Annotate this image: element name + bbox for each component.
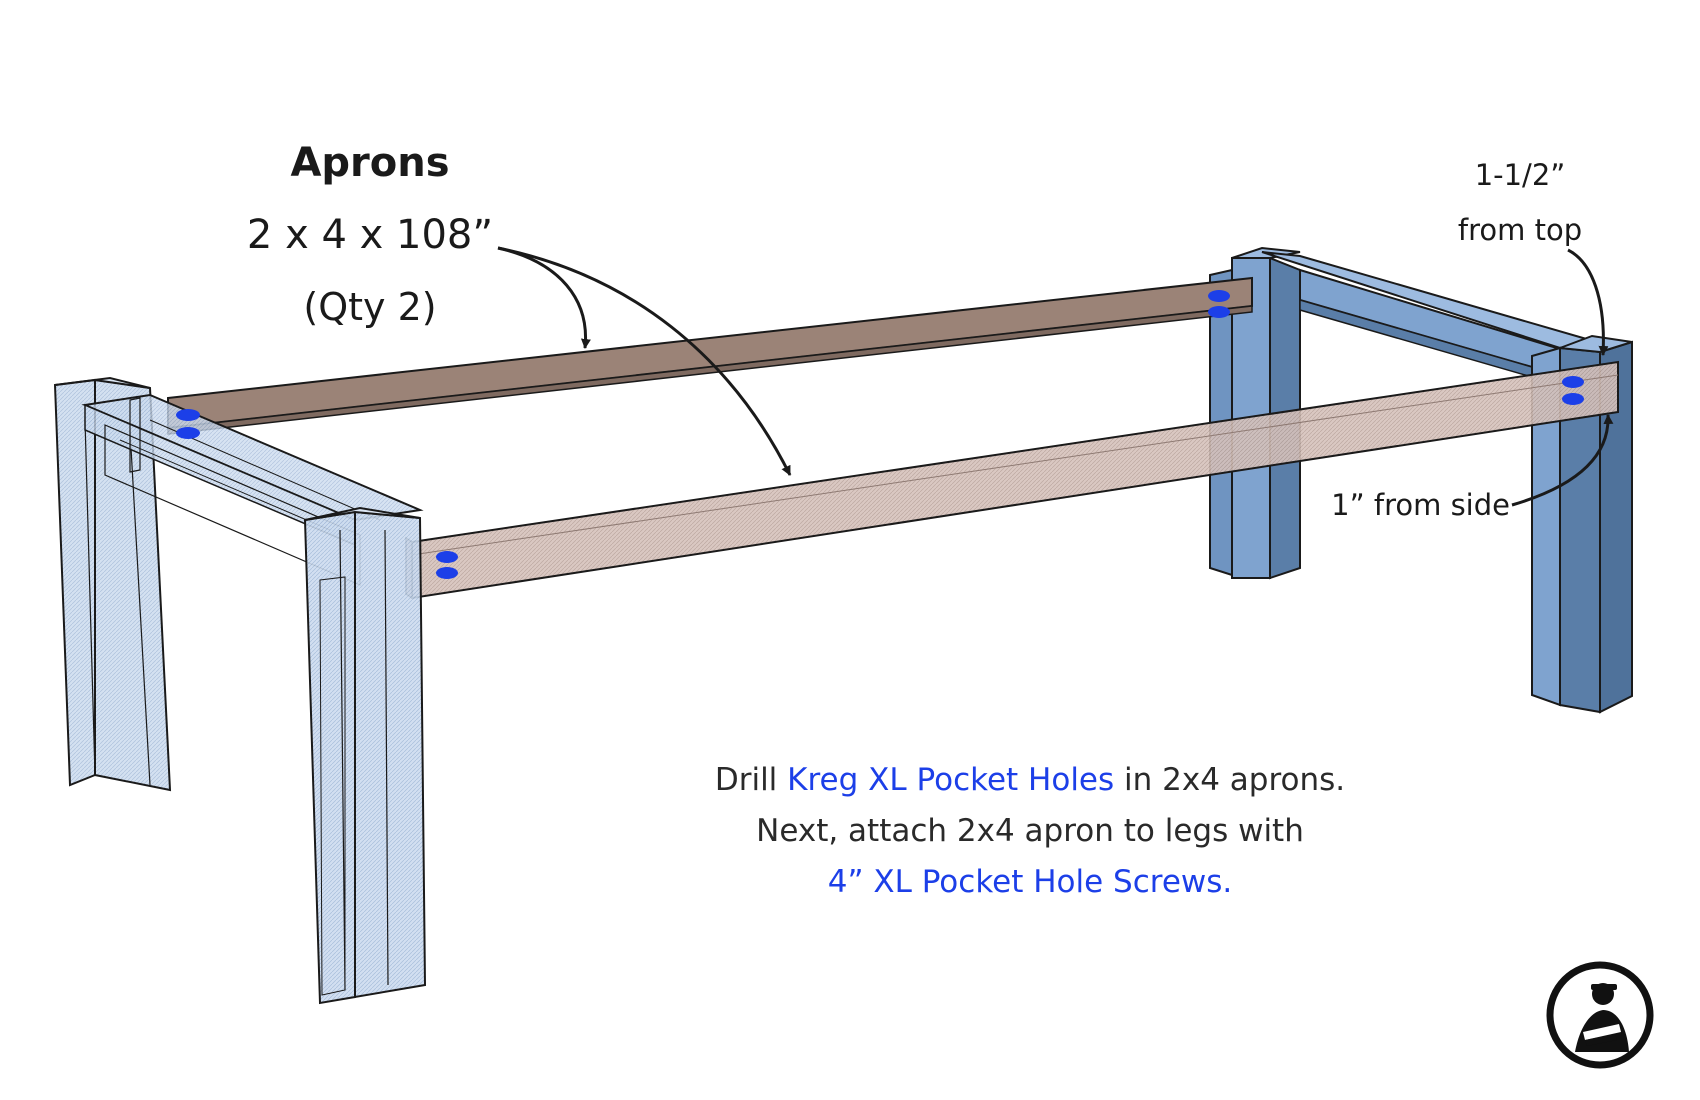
- pocket-hole-marker: [176, 427, 200, 439]
- pocket-hole-marker: [436, 551, 458, 563]
- instruction-line-2: Next, attach 2x4 apron to legs with: [756, 813, 1304, 849]
- note-offset-top-label: from top: [1457, 213, 1583, 247]
- back-left-leg: [53, 376, 172, 792]
- diagram-title: Aprons: [290, 140, 450, 186]
- pocket-hole-marker: [1562, 376, 1584, 388]
- instruction-line-3: 4” XL Pocket Hole Screws.: [630, 864, 1430, 900]
- instruction-text: Drill: [714, 762, 788, 798]
- note-offset-top-value: 1-1/2”: [1474, 158, 1566, 192]
- instruction-text: in 2x4 aprons.: [1114, 762, 1346, 798]
- pocket-holes-link[interactable]: Kreg XL Pocket Holes: [787, 762, 1115, 798]
- back-apron: [167, 276, 1253, 435]
- front-left-leg: [303, 506, 427, 1005]
- instruction-line-1: Drill Kreg XL Pocket Holes in 2x4 aprons…: [630, 762, 1430, 798]
- arrow-icon: [497, 246, 792, 476]
- pocket-hole-marker: [1562, 393, 1584, 405]
- right-leg-assembly: [1209, 246, 1633, 714]
- front-apron: [405, 360, 1619, 600]
- pocket-hole-marker: [436, 567, 458, 579]
- back-right-leg: [1209, 246, 1301, 580]
- front-right-leg: [1531, 334, 1633, 714]
- pocket-hole-marker: [1208, 290, 1230, 302]
- arrow-icon: [1567, 248, 1609, 356]
- apron-dimensions: 2 x 4 x 108”: [246, 212, 494, 258]
- logo-icon: [1546, 961, 1654, 1069]
- arrow-icon: [1511, 414, 1614, 507]
- left-leg-assembly: [53, 376, 427, 1005]
- apron-quantity: (Qty 2): [303, 285, 437, 329]
- pocket-hole-screws-link[interactable]: 4” XL Pocket Hole Screws.: [827, 864, 1233, 900]
- pocket-hole-marker: [176, 409, 200, 421]
- note-offset-side: 1” from side: [1331, 488, 1510, 522]
- callout-arrows: [497, 246, 1614, 507]
- pocket-hole-marker: [1208, 306, 1230, 318]
